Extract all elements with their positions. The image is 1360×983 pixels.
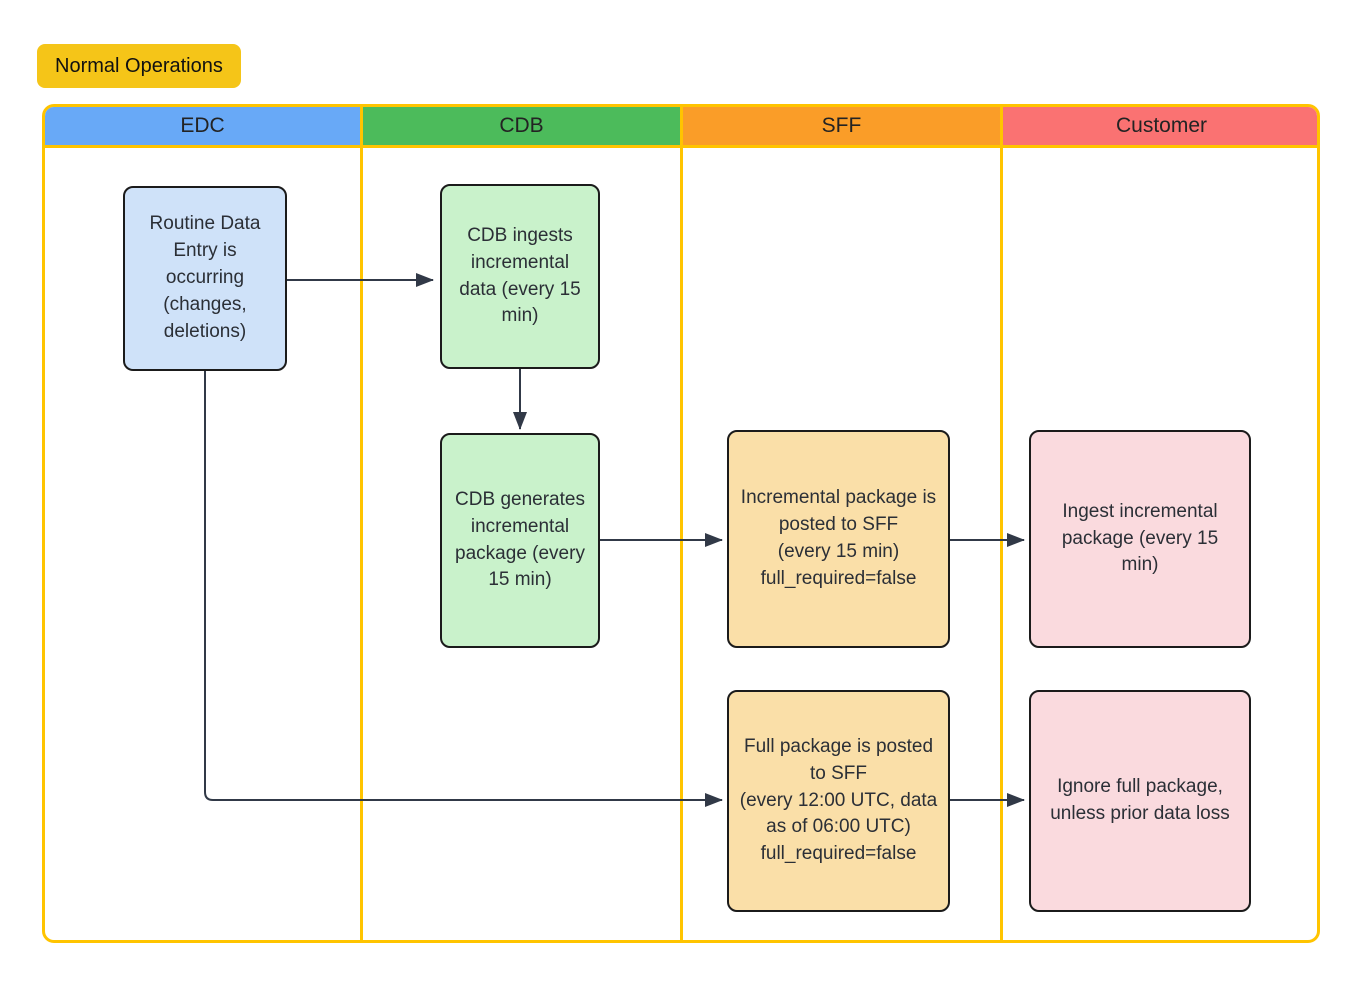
node-routine-data-entry[interactable]: Routine Data Entry is occurring (changes… [123,186,287,371]
node-ingest-incremental[interactable]: Ingest incremental package (every 15 min… [1029,430,1251,648]
node-label-routine-data-entry: Routine Data Entry is occurring (changes… [149,213,261,342]
swimlane-customer: Customer [1000,107,1317,940]
lane-header-sff: SFF [683,107,1000,148]
node-cdb-ingests[interactable]: CDB ingests incremental data (every 15 m… [440,184,600,369]
node-label-cdb-ingests: CDB ingests incremental data (every 15 m… [459,224,581,327]
node-cdb-generates[interactable]: CDB generates incremental package (every… [440,433,600,648]
lane-label-sff: SFF [821,114,862,137]
node-label-cdb-generates: CDB generates incremental package (every… [455,488,585,591]
lane-label-edc: EDC [180,114,225,137]
node-label-full-posted: Full package is posted to SFF (every 12:… [739,735,938,865]
node-label-ingest-incremental: Ingest incremental package (every 15 min… [1061,500,1219,576]
node-label-ignore-full: Ignore full package, unless prior data l… [1050,776,1230,824]
lane-label-customer: Customer [1115,114,1208,137]
swimlane-cdb: CDB [360,107,680,940]
node-label-incremental-posted: Incremental package is posted to SFF (ev… [740,487,937,589]
swimlane-edc: EDC [45,107,360,940]
lane-header-cdb: CDB [363,107,680,148]
diagram-title-badge: Normal Operations [37,44,241,88]
lane-header-edc: EDC [45,107,360,148]
node-ignore-full[interactable]: Ignore full package, unless prior data l… [1029,690,1251,912]
lane-header-customer: Customer [1003,107,1317,148]
page-title: Normal Operations [55,55,223,77]
node-incremental-posted[interactable]: Incremental package is posted to SFF (ev… [727,430,950,648]
node-full-posted[interactable]: Full package is posted to SFF (every 12:… [727,690,950,912]
lane-label-cdb: CDB [499,114,544,137]
